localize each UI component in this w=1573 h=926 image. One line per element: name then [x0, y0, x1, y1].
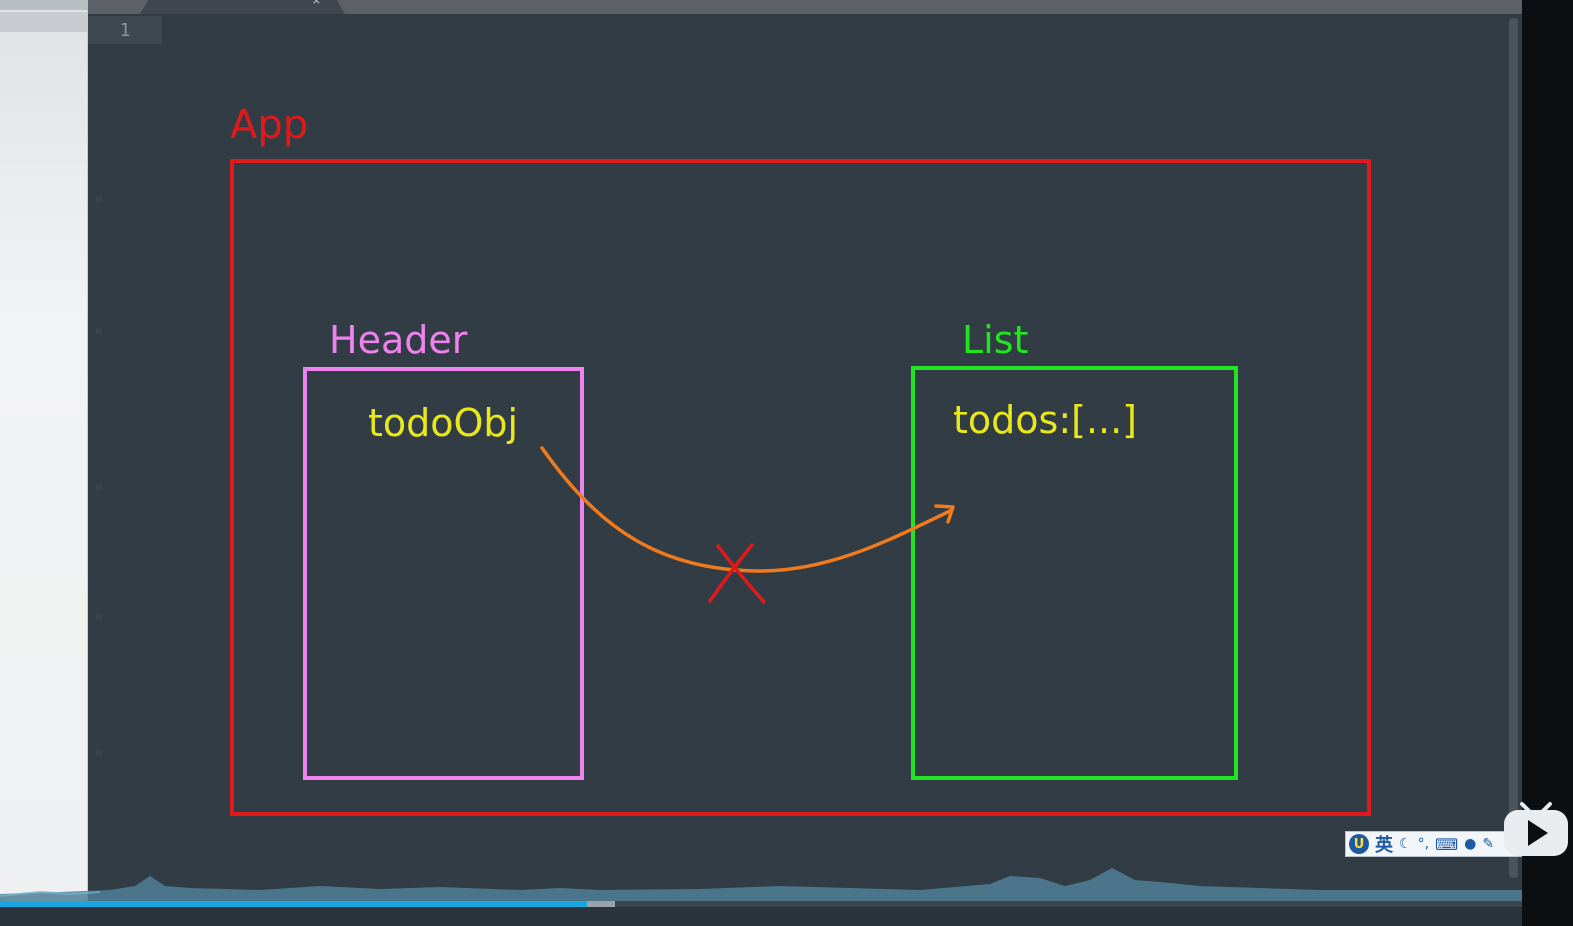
video-progress-track[interactable] — [0, 901, 1522, 907]
play-icon[interactable] — [1502, 798, 1570, 858]
todoobj-label: todoObj — [368, 401, 519, 445]
app-box — [230, 159, 1371, 816]
gutter-mark — [96, 614, 102, 620]
header-box — [303, 367, 584, 780]
tab-close-icon[interactable]: × — [311, 0, 321, 7]
ime-toolbar[interactable]: U 英 ☾ °, ⌨ ● ✎ — [1345, 831, 1522, 857]
list-box — [911, 366, 1238, 780]
data-flow-arrow — [540, 446, 954, 573]
app-label: App — [230, 102, 309, 148]
sidebar-top-strip — [0, 0, 88, 10]
audio-waveform — [0, 868, 1522, 902]
editor-tab[interactable]: × — [140, 0, 345, 14]
list-label: List — [962, 318, 1029, 362]
video-letterbox — [1522, 0, 1573, 926]
keyboard-icon[interactable]: ⌨ — [1435, 834, 1459, 854]
video-progress-fill[interactable] — [0, 901, 587, 907]
ime-language-toggle[interactable]: 英 — [1375, 835, 1393, 856]
video-buffer-bar — [587, 901, 615, 907]
sidebar-selected-row[interactable] — [0, 12, 88, 32]
wrench-icon[interactable]: ✎ — [1482, 836, 1495, 852]
gutter-mark — [96, 750, 102, 756]
user-icon[interactable]: ● — [1464, 836, 1477, 852]
arrow-head — [934, 504, 955, 524]
editor-tab-bar: × — [88, 0, 1522, 14]
gutter-mark — [96, 328, 102, 334]
player-bottom-strip — [0, 907, 1522, 926]
editor-scrollbar[interactable] — [1509, 18, 1518, 878]
ime-logo-icon[interactable]: U — [1349, 834, 1369, 854]
line-number: 1 — [88, 16, 162, 44]
header-label: Header — [329, 318, 468, 362]
punctuation-icon[interactable]: °, — [1417, 836, 1430, 852]
gutter-mark — [96, 484, 102, 490]
sidebar-panel — [0, 0, 88, 926]
moon-icon[interactable]: ☾ — [1399, 836, 1412, 852]
todos-label: todos:[...] — [953, 398, 1138, 442]
gutter-mark — [96, 196, 102, 202]
cross-mark-b — [708, 543, 754, 603]
cross-mark-a — [716, 544, 766, 604]
